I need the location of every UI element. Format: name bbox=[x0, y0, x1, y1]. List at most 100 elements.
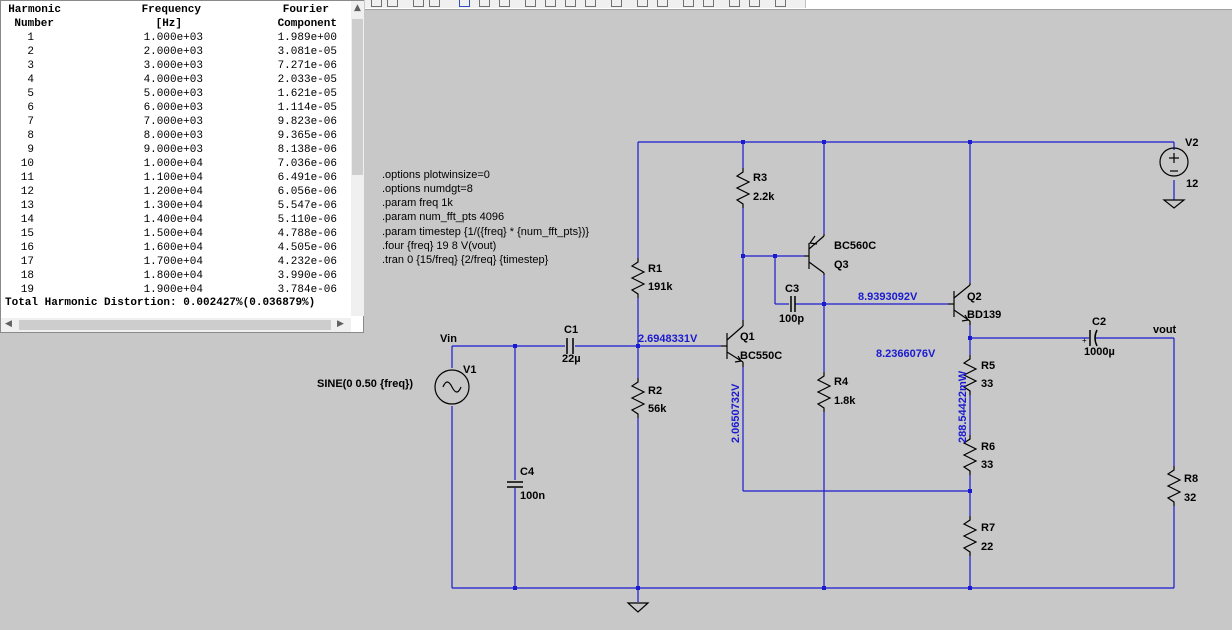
directive-line[interactable]: .param freq 1k bbox=[382, 197, 453, 209]
r1-value[interactable]: 191k bbox=[648, 281, 673, 293]
diode-tool-icon[interactable] bbox=[585, 0, 596, 7]
r1-name[interactable]: R1 bbox=[648, 263, 662, 275]
probe-q1-emitter[interactable]: 2.0650732V bbox=[730, 383, 742, 443]
c4-value[interactable]: 100n bbox=[520, 490, 545, 502]
wire-tool-icon[interactable] bbox=[459, 0, 470, 7]
mirror-icon[interactable] bbox=[749, 0, 760, 7]
vertical-scrollbar[interactable]: ▲ bbox=[351, 1, 364, 316]
component-tool-icon[interactable] bbox=[611, 0, 622, 7]
c2-name[interactable]: C2 bbox=[1092, 316, 1106, 328]
spice-directive-icon[interactable] bbox=[775, 0, 786, 7]
fourier-component-cell: 7.036e-06 bbox=[277, 158, 337, 170]
undo-icon[interactable] bbox=[683, 0, 694, 7]
probe-values[interactable]: 2.6948331V 2.0650732V 8.9393092V 8.23660… bbox=[638, 291, 969, 443]
net-label-vin[interactable]: Vin bbox=[440, 333, 457, 345]
v2-symbol bbox=[1159, 147, 1189, 177]
probe-r5-power[interactable]: 288.54422mW bbox=[957, 370, 969, 443]
probe-q2-base[interactable]: 8.9393092V bbox=[858, 291, 918, 303]
r3-name[interactable]: R3 bbox=[753, 172, 767, 184]
scroll-right-icon[interactable]: ▶ bbox=[337, 319, 344, 329]
v2-name[interactable]: V2 bbox=[1185, 137, 1198, 149]
c3-value[interactable]: 100p bbox=[779, 313, 804, 325]
directive-line[interactable]: .options numdgt=8 bbox=[382, 183, 473, 195]
q3-name[interactable]: Q3 bbox=[834, 259, 849, 271]
ground-tool-icon[interactable] bbox=[479, 0, 490, 7]
r6-value[interactable]: 33 bbox=[981, 459, 993, 471]
q2-name[interactable]: Q2 bbox=[967, 291, 982, 303]
r6-name[interactable]: R6 bbox=[981, 441, 995, 453]
capacitor-symbols bbox=[507, 296, 1098, 488]
r5-value[interactable]: 33 bbox=[981, 378, 993, 390]
c2-value[interactable]: 1000µ bbox=[1084, 346, 1115, 358]
scroll-thumb[interactable] bbox=[352, 19, 363, 175]
r8-value[interactable]: 32 bbox=[1184, 492, 1196, 504]
harmonic-number-cell: 8 bbox=[27, 130, 34, 142]
tool-icon[interactable] bbox=[371, 0, 382, 7]
probe-q2-emitter[interactable]: 8.2366076V bbox=[876, 348, 936, 360]
r8-name[interactable]: R8 bbox=[1184, 473, 1198, 485]
toolbar-icons bbox=[365, 0, 806, 8]
directive-line[interactable]: .param num_fft_pts 4096 bbox=[382, 211, 504, 223]
header-fourier: Fourier bbox=[282, 4, 329, 16]
move-tool-icon[interactable] bbox=[637, 0, 648, 7]
header-row-1: Harmonic Frequency Fourier bbox=[1, 3, 351, 17]
q1-model[interactable]: BC550C bbox=[740, 350, 782, 362]
wires bbox=[451, 141, 1175, 602]
r2-value[interactable]: 56k bbox=[648, 403, 667, 415]
r4-name[interactable]: R4 bbox=[834, 376, 849, 388]
label-tool-icon[interactable] bbox=[499, 0, 510, 7]
r8-symbol bbox=[1166, 466, 1182, 506]
scroll-up-icon[interactable]: ▲ bbox=[354, 3, 361, 13]
directive-line[interactable]: .param timestep {1/({freq} * {num_fft_pt… bbox=[382, 226, 589, 238]
inductor-tool-icon[interactable] bbox=[565, 0, 576, 7]
junctions bbox=[513, 140, 972, 590]
rotate-icon[interactable] bbox=[729, 0, 740, 7]
directive-line[interactable]: .four {freq} 19 8 V(vout) bbox=[382, 240, 496, 252]
harmonic-number-cell: 10 bbox=[20, 158, 34, 170]
c1-name[interactable]: C1 bbox=[564, 324, 578, 336]
fourier-component-cell: 2.033e-05 bbox=[277, 74, 337, 86]
q1-name[interactable]: Q1 bbox=[740, 331, 755, 343]
c3-name[interactable]: C3 bbox=[785, 283, 799, 295]
capacitor-tool-icon[interactable] bbox=[545, 0, 556, 7]
r7-name[interactable]: R7 bbox=[981, 522, 995, 534]
r7-value[interactable]: 22 bbox=[981, 541, 993, 553]
c1-value[interactable]: 22µ bbox=[562, 353, 581, 365]
q2-model[interactable]: BD139 bbox=[967, 309, 1001, 321]
r3-value[interactable]: 2.2k bbox=[753, 191, 775, 203]
r4-value[interactable]: 1.8k bbox=[834, 395, 856, 407]
redo-icon[interactable] bbox=[703, 0, 714, 7]
c2-plus-sign: + bbox=[1082, 336, 1087, 345]
directive-line[interactable]: .options plotwinsize=0 bbox=[382, 169, 490, 181]
spice-directives[interactable]: .options plotwinsize=0 .options numdgt=8… bbox=[382, 169, 589, 266]
probe-q1-base[interactable]: 2.6948331V bbox=[638, 333, 698, 345]
drag-tool-icon[interactable] bbox=[657, 0, 668, 7]
tool-icon[interactable] bbox=[429, 0, 440, 7]
c4-name[interactable]: C4 bbox=[520, 466, 535, 478]
directive-line[interactable]: .tran 0 {15/freq} {2/freq} {timestep} bbox=[382, 254, 549, 266]
resistor-tool-icon[interactable] bbox=[525, 0, 536, 7]
tool-icon[interactable] bbox=[413, 0, 424, 7]
net-label-vout[interactable]: vout bbox=[1153, 324, 1177, 336]
v2-value[interactable]: 12 bbox=[1186, 178, 1198, 190]
frequency-cell: 1.900e+04 bbox=[143, 284, 203, 296]
tool-icon[interactable] bbox=[387, 0, 398, 7]
component-labels[interactable]: V1 SINE(0 0.50 {freq}) V2 12 R1 191k R2 … bbox=[317, 137, 1198, 553]
fourier-component-cell: 3.081e-05 bbox=[277, 46, 337, 58]
scroll-thumb[interactable] bbox=[19, 320, 331, 330]
q2-symbol bbox=[948, 283, 971, 325]
scroll-left-icon[interactable]: ◀ bbox=[5, 319, 12, 329]
v1-value[interactable]: SINE(0 0.50 {freq}) bbox=[317, 378, 413, 390]
horizontal-scrollbar[interactable]: ◀ ▶ bbox=[1, 318, 351, 332]
q3-model[interactable]: BC560C bbox=[834, 240, 876, 252]
frequency-cell: 2.000e+03 bbox=[143, 46, 203, 58]
v1-name[interactable]: V1 bbox=[463, 364, 476, 376]
r2-name[interactable]: R2 bbox=[648, 385, 662, 397]
r5-name[interactable]: R5 bbox=[981, 360, 995, 372]
